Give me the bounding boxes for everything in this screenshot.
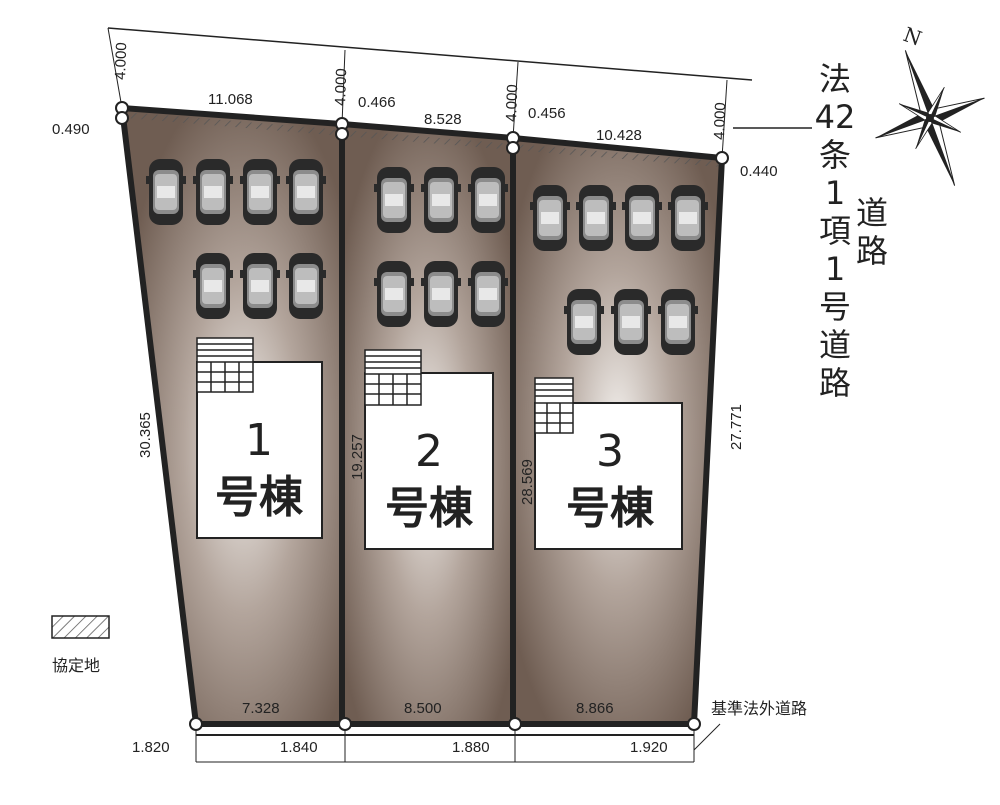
road-char: 路 [856, 232, 888, 270]
car-icon [193, 253, 233, 319]
car-icon [658, 289, 698, 355]
road-width-2: 4.000 [332, 68, 350, 106]
road-char: 号 [819, 288, 851, 326]
building-3-label: 号棟 [566, 483, 655, 534]
road-char: 42 [815, 98, 856, 136]
south-road-leader [693, 723, 721, 751]
lot-3-depth: 28.569 [519, 459, 536, 505]
building-1: 1 号棟 [196, 337, 323, 539]
car-icon [240, 159, 280, 225]
car-icon [421, 167, 461, 233]
car-icon [468, 167, 508, 233]
road-width-line-3 [512, 61, 519, 139]
car-icon [576, 185, 616, 251]
legend-label: 協定地 [52, 656, 100, 675]
building-2-number: 2 [415, 426, 443, 477]
car-icon [146, 159, 186, 225]
compass-rose: N [875, 22, 985, 186]
lot-1-depth: 30.365 [137, 412, 154, 458]
car-icon [286, 253, 326, 319]
car-icon [622, 185, 662, 251]
lot-2-rear: 8.500 [404, 700, 442, 717]
car-icon [564, 289, 604, 355]
road-boundary-north [107, 27, 753, 81]
road-width-3: 4.000 [503, 84, 521, 122]
car-icon [374, 167, 414, 233]
corner-offset-4: 0.440 [740, 163, 778, 180]
car-icon [530, 185, 570, 251]
corner-offset-2: 0.466 [358, 94, 396, 111]
building-1-number: 1 [245, 415, 273, 466]
road-width-line-4 [721, 79, 728, 159]
legend: 協定地 [51, 615, 110, 675]
hatch-swatch [51, 615, 110, 639]
road-width-line-2 [341, 49, 346, 125]
corner-markers [115, 101, 729, 731]
building-1-label: 号棟 [215, 472, 304, 523]
corner-offset-3: 0.456 [528, 105, 566, 122]
road-char: 1 [825, 250, 845, 288]
lot-3-frontage: 10.428 [596, 127, 642, 144]
car-icon [286, 159, 326, 225]
compass-icon [875, 50, 985, 186]
car-icon [421, 261, 461, 327]
car-icon [374, 261, 414, 327]
compass-north-label: N [900, 22, 925, 51]
road-char: 法 [819, 60, 851, 98]
lot-2-depth: 19.257 [349, 434, 366, 480]
south-width-3: 1.920 [630, 739, 668, 756]
car-icon [611, 289, 651, 355]
building-2: 2 号棟 [364, 349, 494, 550]
building-3: 3 号棟 [534, 377, 683, 550]
south-offset: 1.820 [132, 739, 170, 756]
lot-3-rear: 8.866 [576, 700, 614, 717]
car-icon [468, 261, 508, 327]
lot-3-depth-right: 27.771 [728, 404, 745, 450]
road-width-1: 4.000 [112, 42, 130, 80]
lot-1-frontage: 11.068 [208, 91, 253, 108]
road-char: 路 [819, 364, 851, 402]
south-width-2: 1.880 [452, 739, 490, 756]
road-width-line-1 [107, 27, 123, 109]
building-2-label: 号棟 [385, 483, 474, 534]
road-char: 条 [819, 136, 851, 174]
road-char: 項 [819, 212, 851, 250]
car-icon [240, 253, 280, 319]
lot-2-frontage: 8.528 [424, 111, 462, 128]
road-char: 道 [856, 194, 888, 232]
road-char: 1 [825, 174, 845, 212]
lot-1-rear: 7.328 [242, 700, 280, 717]
building-3-number: 3 [596, 426, 624, 477]
car-icon [668, 185, 708, 251]
car-icon [193, 159, 233, 225]
north-road-label: 法 42 条 1 項 1 号 道 路 道 路 [815, 60, 888, 402]
road-char: 道 [819, 326, 851, 364]
agreement-strip [125, 112, 720, 167]
road-width-4: 4.000 [711, 102, 729, 140]
corner-offset-1: 0.490 [52, 121, 90, 138]
south-road-label: 基準法外道路 [711, 699, 807, 718]
south-width-1: 1.840 [280, 739, 318, 756]
